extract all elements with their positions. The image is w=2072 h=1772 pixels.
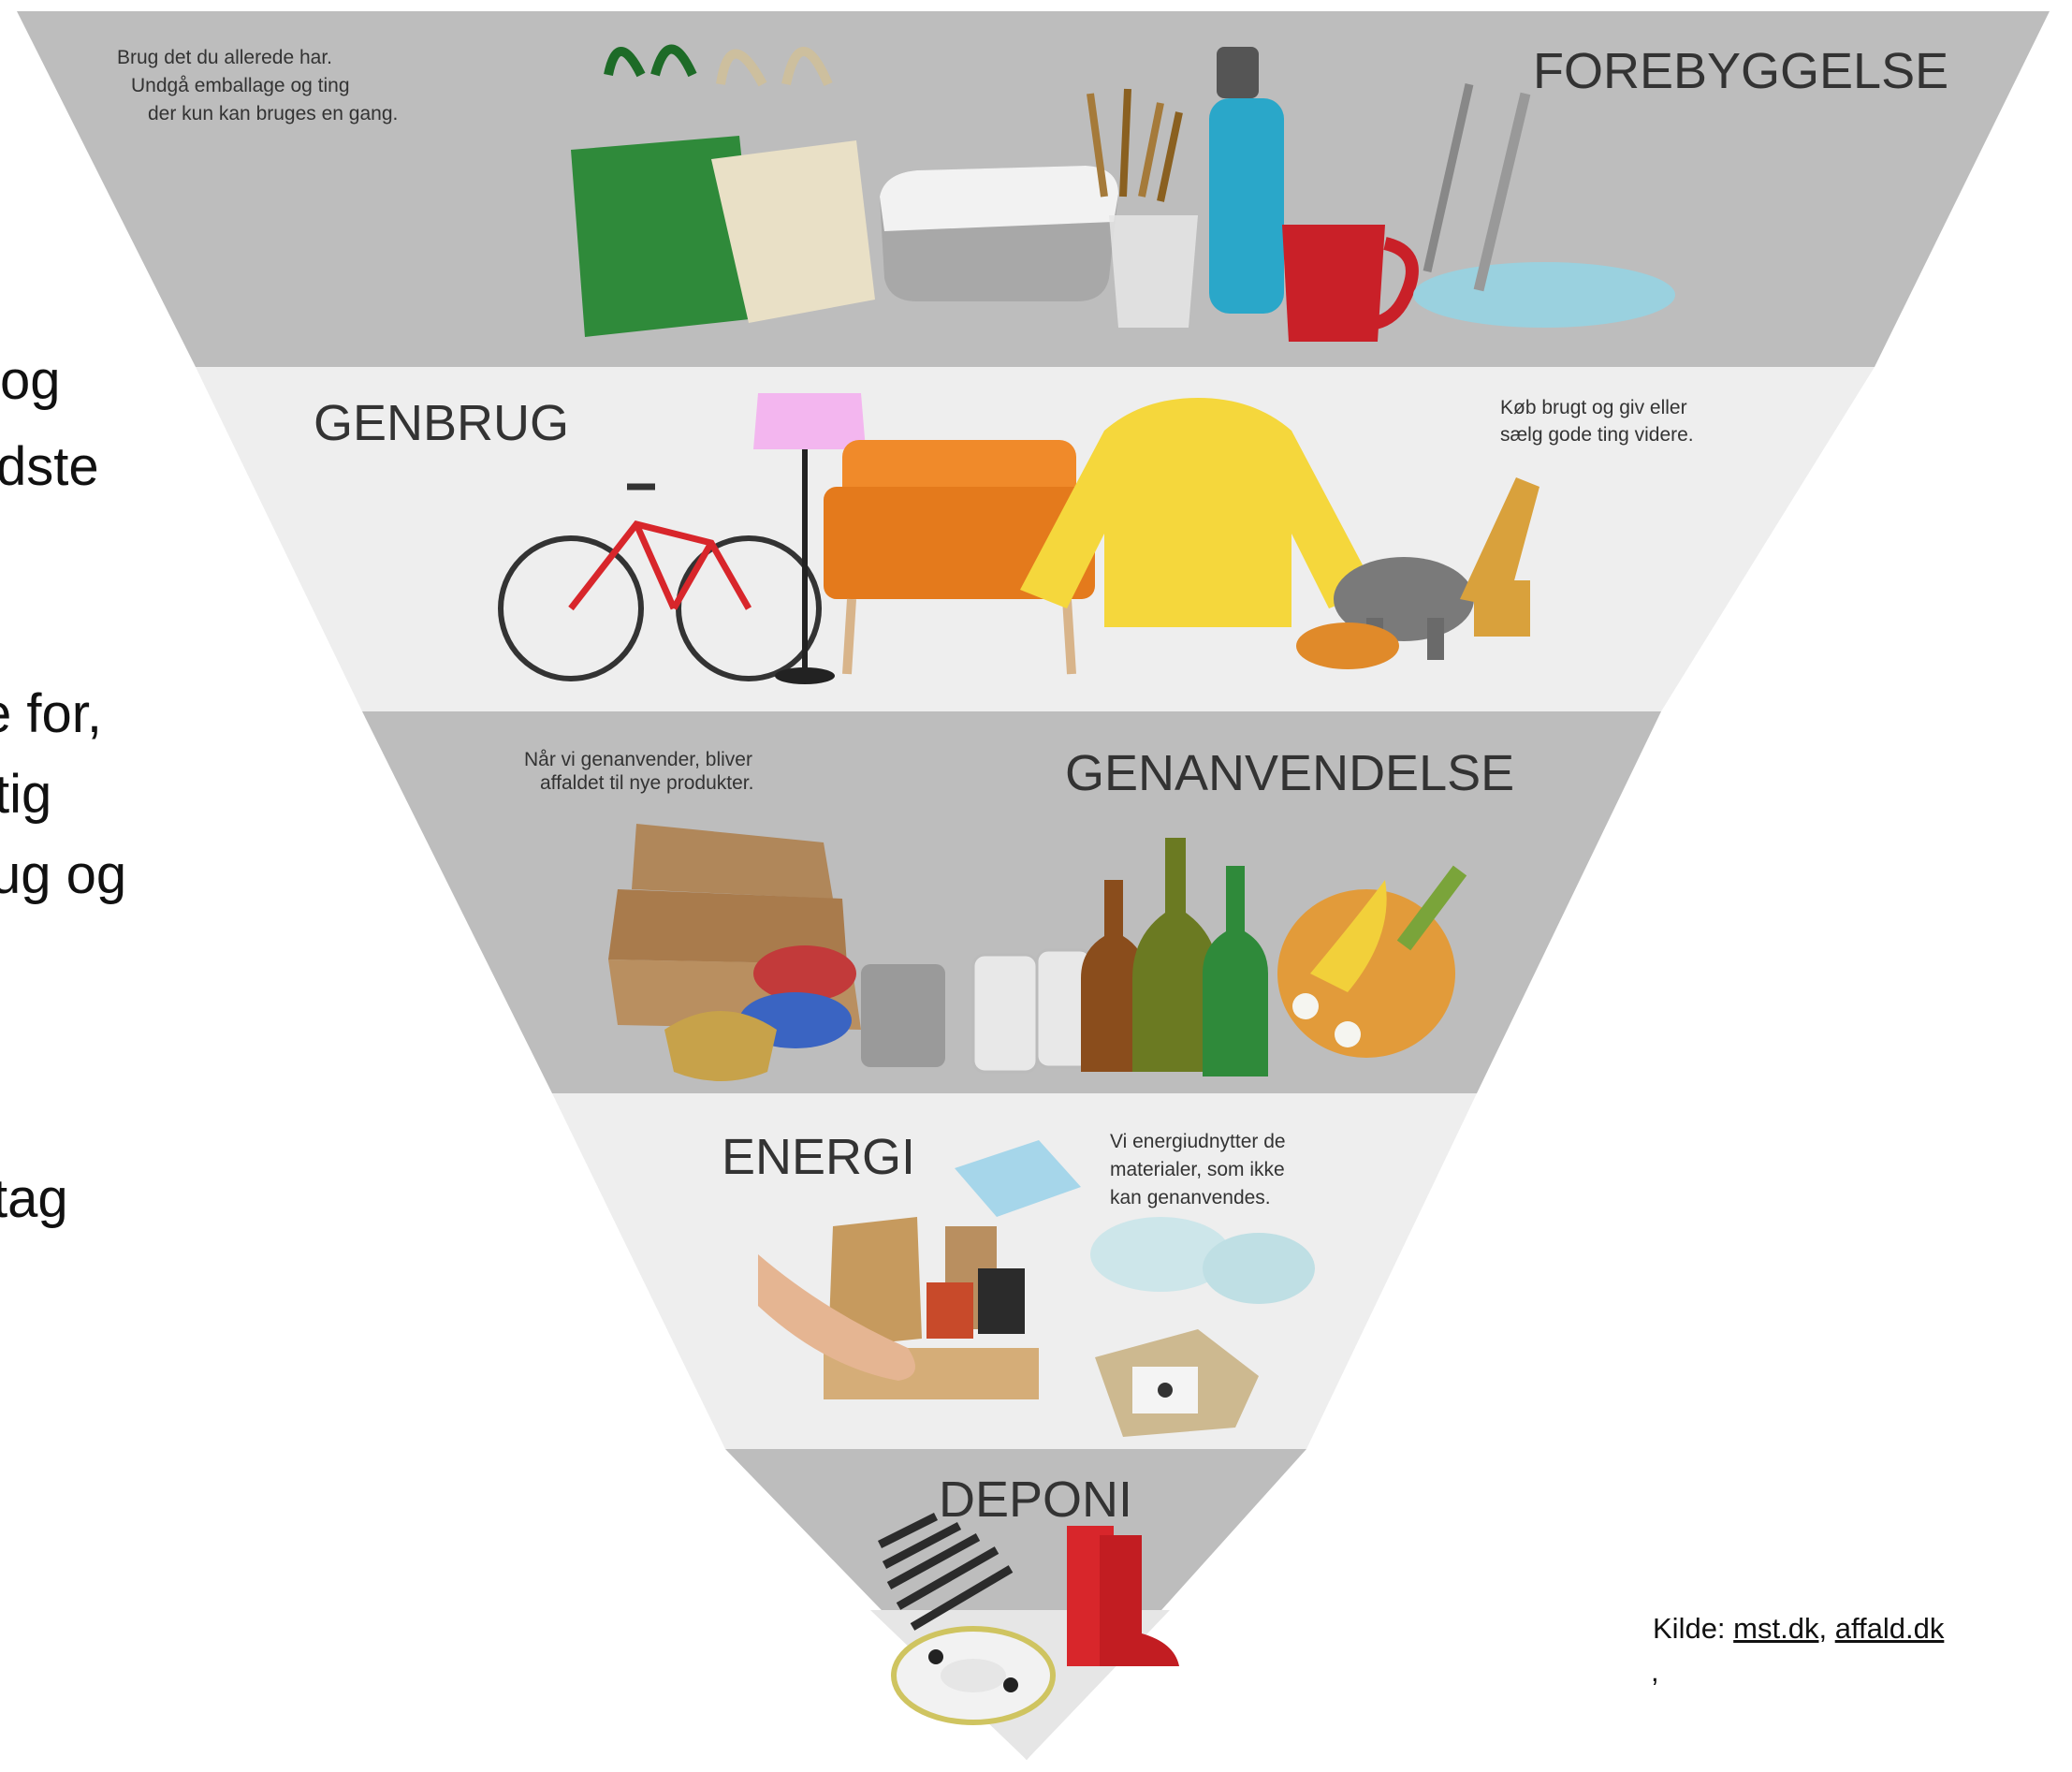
- tier-title-energi: ENERGI: [722, 1129, 915, 1185]
- tier-title-genbrug: GENBRUG: [314, 395, 569, 451]
- plate-fork-knife-icon: [1413, 83, 1675, 328]
- red-mug-icon: [1282, 225, 1419, 342]
- toy-animals-icon: [1296, 477, 1539, 669]
- tier-band-deponi: [725, 1449, 1306, 1760]
- cans-icon: [664, 945, 945, 1081]
- side-text-line-3: e for,: [0, 683, 102, 744]
- note-energi-line-3: kan genanvendes.: [1110, 1187, 1271, 1208]
- note-genanvendelse-line-1: Når vi genanvender, bliver: [524, 749, 752, 770]
- tier-title-genanvendelse: GENANVENDELSE: [1065, 745, 1514, 801]
- side-text-line-6: tag: [0, 1168, 68, 1229]
- diapers-icon: [1090, 1217, 1315, 1304]
- takeaway-packaging-icon: [758, 1217, 1039, 1399]
- tote-bag-green-icon: [571, 44, 758, 337]
- armchair-icon: [824, 440, 1095, 675]
- source-link-affald[interactable]: affald.dk: [1834, 1612, 1945, 1645]
- note-forebyggelse-line-3: der kun kan bruges en gang.: [148, 103, 398, 124]
- sweater-icon: [1020, 398, 1376, 627]
- note-genbrug-line-2: sælg gode ting videre.: [1500, 424, 1694, 446]
- side-text-line-2: dste: [0, 436, 99, 497]
- lunchbox-icon: [880, 166, 1118, 301]
- jars-icon: [971, 948, 1093, 1074]
- note-energi-line-1: Vi energiudnytter de: [1110, 1131, 1286, 1152]
- inflatable-ring-icon: [891, 1626, 1056, 1725]
- note-genanvendelse-line-2: affaldet til nye produkter.: [540, 772, 753, 794]
- source-trailing-comma: ,: [1651, 1655, 1659, 1688]
- tote-bag-canvas-icon: [711, 47, 875, 323]
- tier-title-forebyggelse: FOREBYGGELSE: [1533, 43, 1948, 99]
- straws-in-glass-icon: [1087, 88, 1198, 328]
- source-separator: ,: [1818, 1612, 1835, 1645]
- tier-title-deponi: DEPONI: [939, 1472, 1132, 1528]
- note-energi-line-2: materialer, som ikke: [1110, 1159, 1285, 1180]
- bicycle-icon: [498, 483, 822, 681]
- bottles-icon: [1081, 838, 1268, 1076]
- note-genbrug-line-1: Køb brugt og giv eller: [1500, 397, 1687, 418]
- side-text-line-1: og: [0, 350, 61, 411]
- side-text-line-5: ug og: [0, 844, 127, 905]
- note-forebyggelse-line-2: Undgå emballage og ting: [131, 75, 350, 96]
- face-mask-icon: [955, 1140, 1081, 1217]
- side-text-line-4: tig: [0, 764, 52, 825]
- note-forebyggelse-line-1: Brug det du allerede har.: [117, 47, 332, 68]
- vacuum-bag-icon: [1095, 1329, 1259, 1437]
- rubber-boots-icon: [1067, 1526, 1179, 1666]
- food-waste-icon: [1277, 865, 1467, 1058]
- broken-blinds-icon: [877, 1512, 1014, 1631]
- floor-lamp-icon: [753, 393, 866, 684]
- source-label: Kilde:: [1653, 1612, 1734, 1645]
- source-credit: Kilde: mst.dk, affald.dk: [1653, 1612, 1944, 1646]
- water-bottle-icon: [1209, 47, 1284, 314]
- source-link-mst[interactable]: mst.dk: [1733, 1612, 1819, 1645]
